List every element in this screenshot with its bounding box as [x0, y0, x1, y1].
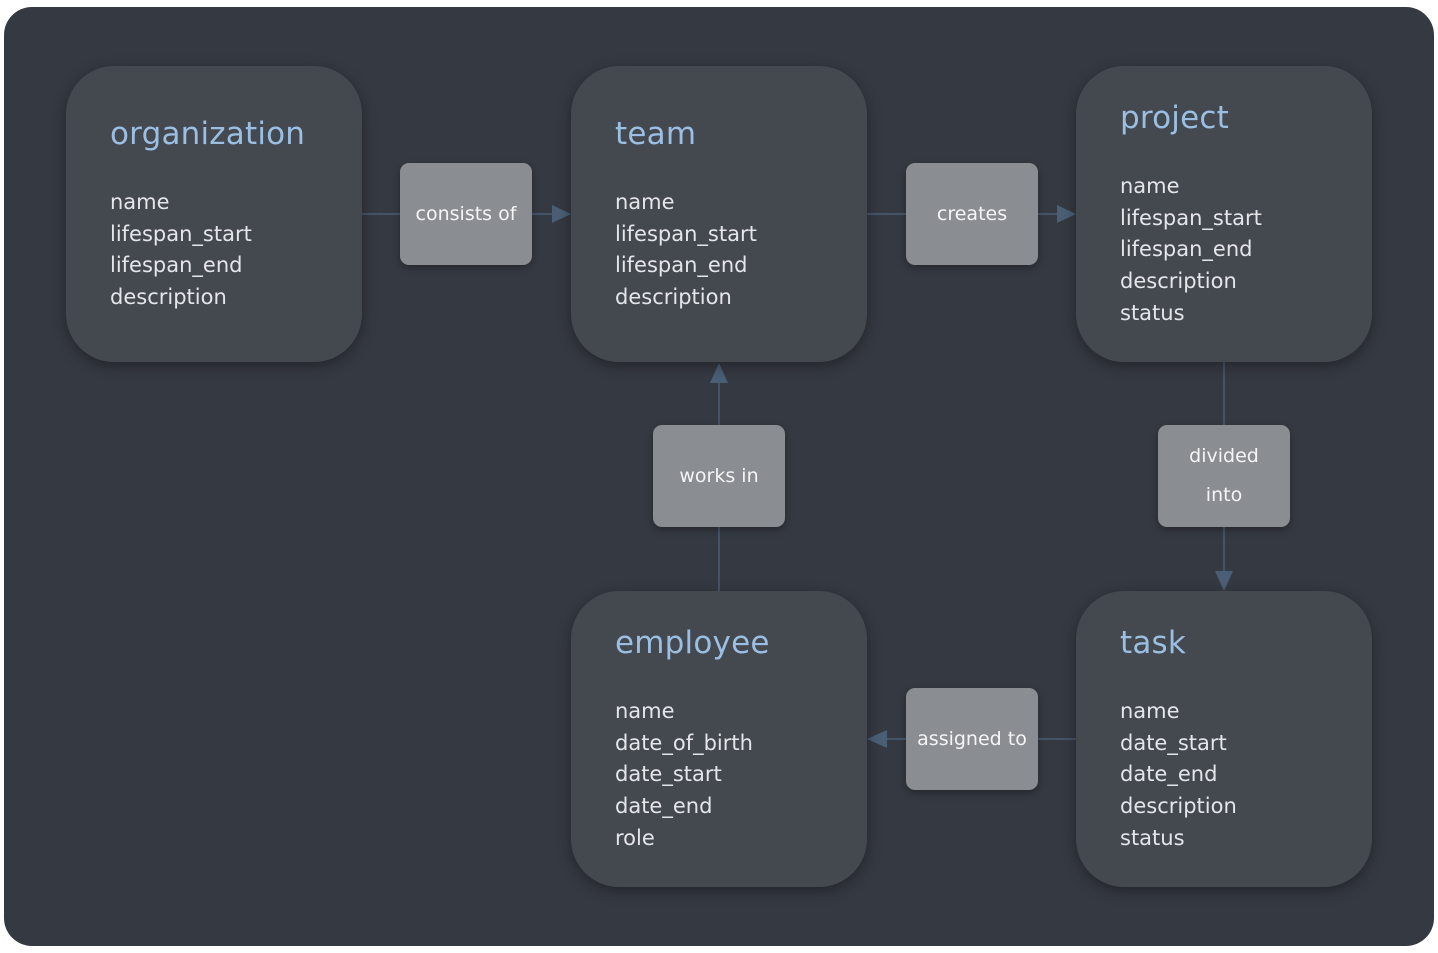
attribute: lifespan_end — [110, 253, 243, 278]
attribute: name — [1120, 699, 1180, 723]
attribute: name — [1120, 174, 1180, 198]
attribute: date_start — [1120, 730, 1227, 755]
attribute-list: name date_start date_end description sta… — [1120, 696, 1237, 855]
entity-title: project — [1120, 100, 1229, 136]
attribute-list: name lifespan_start lifespan_end descrip… — [110, 187, 252, 314]
relation-consists-of: consists of — [400, 163, 532, 265]
attribute: lifespan_start — [110, 221, 252, 246]
attribute: name — [110, 190, 170, 214]
attribute-list: name lifespan_start lifespan_end descrip… — [615, 187, 757, 314]
attribute: description — [110, 285, 227, 310]
entity-task: task name date_start date_end descriptio… — [1076, 591, 1372, 887]
attribute: name — [615, 699, 675, 723]
entity-title: team — [615, 116, 697, 152]
entity-title: organization — [110, 116, 306, 152]
entity-title: task — [1120, 625, 1187, 661]
attribute: description — [1120, 269, 1237, 294]
entity-title: employee — [615, 625, 770, 661]
attribute-list: name date_of_birth date_start date_end r… — [615, 696, 753, 855]
attribute: date_of_birth — [615, 730, 753, 755]
entity-organization: organization name lifespan_start lifespa… — [66, 66, 362, 362]
attribute: name — [615, 190, 675, 214]
entity-project: project name lifespan_start lifespan_end… — [1076, 66, 1372, 362]
attribute: status — [1120, 825, 1185, 850]
attribute: lifespan_start — [1120, 205, 1262, 230]
attribute: description — [1120, 794, 1237, 819]
relation-works-in: works in — [653, 425, 785, 527]
attribute: role — [615, 825, 655, 850]
relation-creates: creates — [906, 163, 1038, 265]
attribute: description — [615, 285, 732, 310]
entity-employee: employee name date_of_birth date_start d… — [571, 591, 867, 887]
attribute: status — [1120, 300, 1185, 325]
relation-label: works in — [679, 464, 759, 487]
attribute: date_start — [615, 762, 722, 787]
relation-label: consists of — [415, 202, 517, 225]
relation-label: divided into — [1189, 445, 1259, 506]
attribute: lifespan_start — [615, 221, 757, 246]
relation-label: creates — [936, 202, 1008, 225]
relation-label: assigned to — [917, 727, 1027, 750]
entity-team: team name lifespan_start lifespan_end de… — [571, 66, 867, 362]
relation-assigned-to: assigned to — [906, 688, 1038, 790]
relation-divided-into: divided into — [1158, 425, 1290, 527]
attribute: lifespan_end — [615, 253, 748, 278]
attribute: date_end — [615, 794, 713, 819]
attribute-list: name lifespan_start lifespan_end descrip… — [1120, 171, 1262, 330]
attribute: date_end — [1120, 762, 1218, 787]
attribute: lifespan_end — [1120, 237, 1253, 262]
